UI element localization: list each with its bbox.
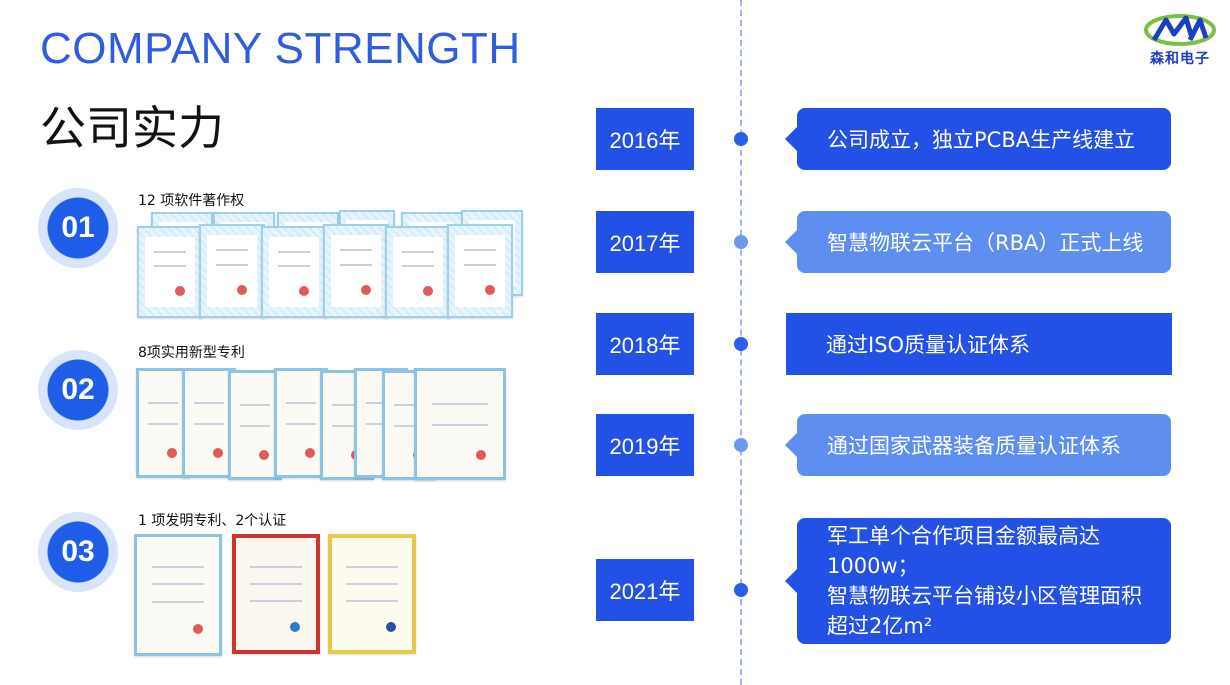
timeline-dot (734, 583, 748, 597)
event-line: 军工单个合作项目金额最高达 (827, 524, 1100, 548)
timeline-event-2017: 智慧物联云平台（RBA）正式上线 (785, 211, 1171, 273)
utility-patent-certificates (136, 366, 506, 480)
section-label-03: 1 项发明专利、2个认证 (138, 513, 287, 529)
timeline-event-2016: 公司成立，独立PCBA生产线建立 (785, 108, 1171, 170)
timeline-year-2017: 2017年 (596, 211, 694, 273)
software-copyright-certificates (137, 210, 523, 318)
certificate-image (199, 224, 265, 318)
timeline-event-2019: 通过国家武器装备质量认证体系 (785, 414, 1171, 476)
certificate-image (137, 226, 203, 318)
section-number-01: 01 (38, 188, 118, 268)
section-number-02: 02 (38, 350, 118, 430)
certificate-image (134, 534, 222, 656)
logo-icon (1144, 14, 1216, 46)
event-line: 超过2亿m² (827, 614, 933, 638)
logo-text: 森和电子 (1150, 51, 1210, 67)
timeline-year-2018: 2018年 (596, 313, 694, 375)
certificate-image (323, 224, 389, 318)
timeline-dot (734, 235, 748, 249)
timeline-dot (734, 438, 748, 452)
timeline-dot (734, 337, 748, 351)
section-number-03: 03 (38, 512, 118, 592)
certificate-image (328, 534, 416, 654)
timeline-year-2019: 2019年 (596, 414, 694, 476)
timeline-event-2021: 军工单个合作项目金额最高达 1000w； 智慧物联云平台铺设小区管理面积 超过2… (785, 518, 1171, 644)
certificate-image (385, 226, 451, 318)
event-line: 智慧物联云平台铺设小区管理面积 (827, 584, 1142, 608)
certificate-image (261, 226, 327, 318)
section-label-02: 8项实用新型专利 (138, 345, 245, 361)
section-label-01: 12 项软件著作权 (138, 193, 245, 209)
certificate-image (447, 224, 513, 318)
page-title-cn: 公司实力 (40, 101, 224, 155)
invention-patent-and-certifications (134, 534, 416, 656)
certificate-image (232, 534, 320, 654)
page-title-en: COMPANY STRENGTH (40, 24, 521, 73)
certificate-image (414, 368, 506, 480)
timeline-dot (734, 132, 748, 146)
company-logo: 森和电子 (1140, 12, 1220, 68)
event-line: 1000w； (827, 554, 919, 578)
timeline-year-2016: 2016年 (596, 108, 694, 170)
timeline-event-2018: 通过ISO质量认证体系 (786, 313, 1172, 375)
timeline-year-2021: 2021年 (596, 559, 694, 621)
